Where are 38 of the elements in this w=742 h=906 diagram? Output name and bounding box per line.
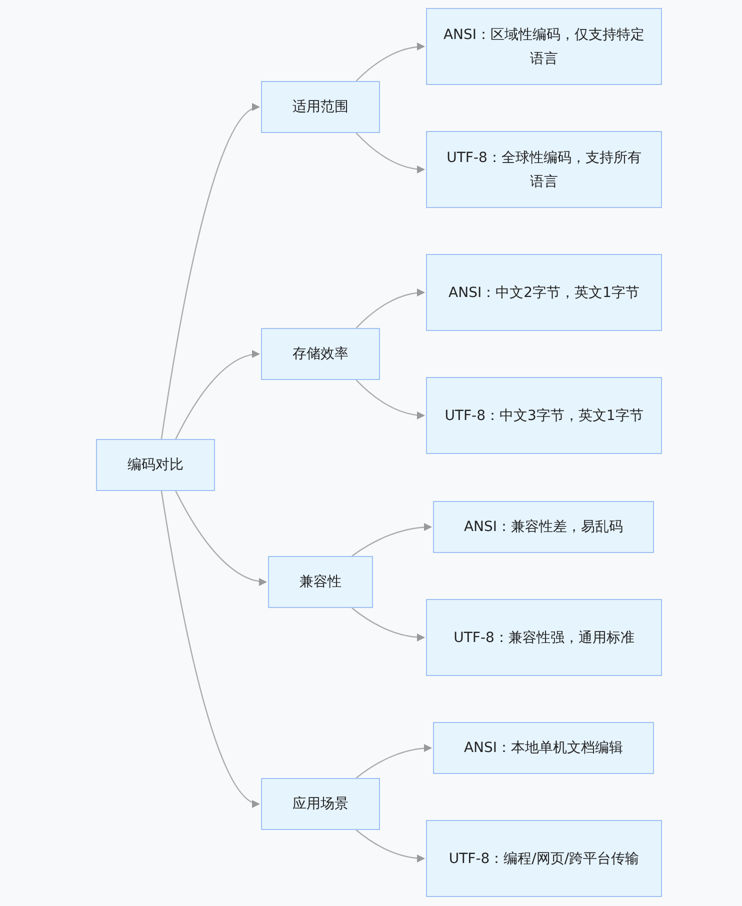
process-box xyxy=(261,328,380,380)
arrow xyxy=(352,523,432,556)
process-box xyxy=(426,377,662,454)
arrow xyxy=(356,380,425,420)
node-label: UTF-8：全球性编码，支持所有语言 xyxy=(446,148,642,192)
node-label: 应用场景 xyxy=(292,795,348,814)
process-box xyxy=(96,439,215,491)
process-box xyxy=(426,820,662,897)
process-box xyxy=(426,131,662,208)
node-label: ANSI：本地单机文档编辑 xyxy=(464,739,624,758)
node-label: ANSI：区域性编码，仅支持特定语言 xyxy=(443,26,645,68)
node-label: UTF-8：编程/网页/跨平台传输 xyxy=(448,850,640,868)
process-box xyxy=(268,556,373,608)
arrow xyxy=(356,830,425,862)
node-label: 存储效率 xyxy=(292,345,348,364)
node-label: UTF-8：中文3字节，英文1字节 xyxy=(444,406,644,426)
node-label: ANSI：中文2字节，英文1字节 xyxy=(448,284,640,302)
node-label: 兼容性 xyxy=(300,573,342,592)
arrow xyxy=(160,490,260,806)
node-label: 编码对比 xyxy=(128,456,184,475)
process-box xyxy=(426,8,662,85)
node-label: 适用范围 xyxy=(292,98,348,117)
process-box xyxy=(433,722,654,774)
process-box xyxy=(426,254,662,331)
arrow xyxy=(356,132,425,174)
arrow xyxy=(175,350,260,440)
process-box xyxy=(261,778,380,830)
process-box xyxy=(426,599,662,676)
node-label: UTF-8：兼容性强，通用标准 xyxy=(454,628,634,648)
node-label: ANSI：兼容性差，易乱码 xyxy=(464,518,624,537)
arrow xyxy=(160,105,260,440)
arrow xyxy=(356,744,432,778)
arrow xyxy=(356,42,425,82)
process-box xyxy=(433,501,654,553)
arrow xyxy=(175,490,267,586)
arrow xyxy=(356,288,425,328)
process-box xyxy=(261,81,380,133)
arrow xyxy=(352,608,425,642)
